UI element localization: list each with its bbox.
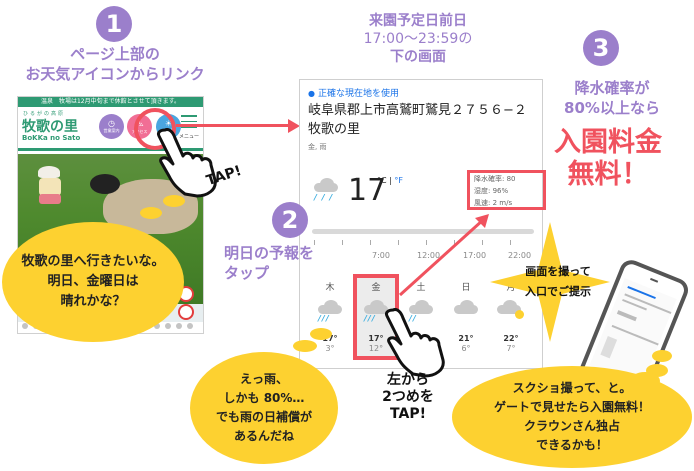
screenshot-instruction: 画面を撮って 入口でご提示	[525, 265, 591, 298]
step-1-badge: 1	[96, 6, 132, 42]
speech-bubble-2: えっ雨、 しかも 80%… でも雨の日補償が あるんだね	[190, 352, 338, 464]
timing-header: 来園予定日前日 17:00〜23:59の 下の画面	[363, 13, 473, 65]
no-bicycle-icon	[178, 304, 194, 320]
step-1-title: ページ上部の お天気アイコンからリンク	[25, 45, 205, 83]
forecast-day-sat[interactable]: 土 //	[399, 280, 443, 323]
use-precise-location-link[interactable]: 正確な現在地を使用	[308, 86, 399, 99]
pointing-hand-icon	[385, 308, 445, 378]
rain-cloud-icon	[407, 300, 435, 314]
hour-label: 17:00	[463, 251, 487, 260]
child-figure	[36, 166, 62, 206]
rain-cloud-icon	[362, 300, 390, 314]
cloud-icon	[452, 300, 480, 314]
forecast-day-fri[interactable]: 金 /// 17° 12°	[354, 280, 398, 353]
connector-line	[176, 124, 292, 127]
speech-bubble-1: 牧歌の里へ行きたいな。 明日、金曜日は 晴れかな？	[2, 222, 184, 342]
step-3-badge: 3	[583, 30, 619, 66]
temperature-unit-toggle[interactable]: °C | °F	[377, 176, 403, 185]
partly-sunny-icon	[495, 300, 523, 314]
forecast-day-thu[interactable]: 木 /// 17° 3°	[308, 280, 352, 353]
weather-address: 岐阜県郡上市高鷲町鷲見２７５６−２ 牧歌の里	[308, 103, 527, 137]
precipitation-highlight-box	[467, 170, 546, 210]
arrow-head-icon	[288, 119, 300, 133]
timeline-scrollbar[interactable]	[312, 229, 534, 234]
logo-subtitle: ひるがの高原	[23, 111, 66, 117]
pointing-hand-icon	[157, 128, 217, 198]
hour-label: 7:00	[372, 251, 390, 260]
forecast-day-sun[interactable]: 日 21° 6°	[444, 280, 488, 353]
clock-icon: ◷	[108, 119, 115, 128]
free-admission-headline: 入園料金 無料！	[554, 127, 662, 190]
weather-subtitle: 金, 雨	[308, 143, 327, 151]
tap-instruction-2: 左から 2つめを TAP!	[382, 372, 434, 422]
step-2-badge: 2	[272, 202, 308, 238]
forecast-day-mon[interactable]: 月 22° 7°	[489, 280, 533, 353]
site-logo-en: BoKKa no Sato	[22, 134, 81, 142]
weather-details: 降水確率: 80 湿度: 96% 風速: 2 m/s	[474, 175, 516, 207]
site-notice-bar: 温泉 牧場は12月中旬まで休館とさせて頂きます。	[18, 97, 203, 107]
rain-cloud-icon	[316, 300, 344, 314]
rain-cloud-icon	[312, 178, 340, 192]
hour-label: 22:00	[508, 251, 532, 260]
current-temperature: 17	[348, 173, 387, 208]
speech-bubble-3: スクショ撮って、と。 ゲートで見せたら入園無料！ クラウンさん独占 できるかも！	[452, 366, 692, 468]
menu-label: メニュー	[178, 134, 199, 140]
tap-highlight-circle	[134, 108, 176, 150]
diagonal-arrow	[398, 214, 489, 297]
business-info-button[interactable]: ◷ 営業案内	[99, 114, 124, 139]
timeline-ticks	[314, 240, 534, 246]
step-2-title: 明日の予報を タップ	[224, 244, 315, 282]
site-logo[interactable]: 牧歌の里	[22, 119, 78, 135]
step-3-title: 降水確率が 80%以上なら	[564, 79, 660, 117]
hour-label: 12:00	[417, 251, 441, 260]
